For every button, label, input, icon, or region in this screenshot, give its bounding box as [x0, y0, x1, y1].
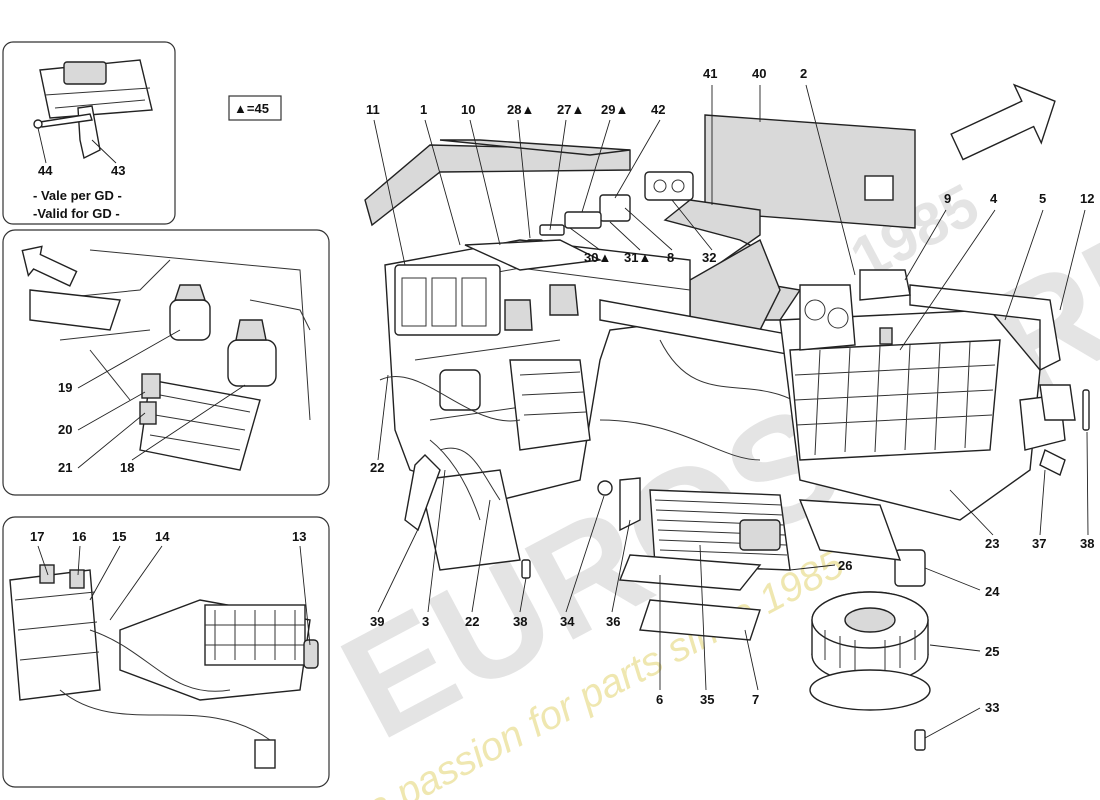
clip-8: [599, 194, 631, 222]
inset-gd-caption-en: -Valid for GD -: [33, 206, 120, 221]
callout-22-upper: 22: [370, 460, 384, 475]
connector-24: [894, 549, 926, 587]
seal-12: [909, 284, 1061, 372]
callout-35: 35: [700, 692, 714, 707]
callout-40: 40: [752, 66, 766, 81]
callout-1: 1: [420, 102, 427, 117]
inset-left-drawing: [29, 249, 311, 471]
orientation-arrow-left-inset: [21, 245, 78, 287]
screw-38-left: [521, 559, 531, 579]
callout-15: 15: [112, 529, 126, 544]
callout-11: 11: [366, 102, 380, 117]
callout-22-lower: 22: [465, 614, 479, 629]
actuator-pin-29: [564, 211, 602, 229]
inset-bottom-left-detail: 17 16 15 14 13: [2, 516, 330, 788]
leader-lines: [373, 84, 1089, 739]
callout-29: 29▲: [601, 102, 628, 117]
callout-21: 21: [58, 460, 72, 475]
foam-strip-top-left: [364, 144, 631, 227]
callout-17: 17: [30, 529, 44, 544]
duct-frame-11: [394, 264, 501, 336]
inset-left-detail: 19 20 21 18: [2, 229, 330, 496]
callout-2: 2: [800, 66, 807, 81]
inset-gd: 44 43 - Vale per GD - -Valid for GD -: [2, 41, 176, 225]
callout-10: 10: [461, 102, 475, 117]
callout-4: 4: [990, 191, 998, 206]
callout-34: 34: [560, 614, 575, 629]
callout-39: 39: [370, 614, 384, 629]
callout-32: 32: [702, 250, 716, 265]
main-diagram: [364, 83, 1090, 751]
callout-6: 6: [656, 692, 663, 707]
seal-10: [464, 239, 603, 271]
inset-gd-drawing: [33, 59, 153, 160]
callout-38-left: 38: [513, 614, 527, 629]
callout-26: 26: [838, 558, 852, 573]
bracket-9: [859, 269, 911, 301]
legend-text: ▲=45: [234, 101, 269, 116]
callout-18: 18: [120, 460, 134, 475]
callout-3: 3: [422, 614, 429, 629]
callout-5: 5: [1039, 191, 1046, 206]
callout-31: 31▲: [624, 250, 651, 265]
blower-fan-25: [809, 591, 931, 711]
callout-44: 44: [38, 163, 53, 178]
callout-labels: 11 1 10 28▲ 27▲ 29▲ 42 41 40 2 9 4 5 12 …: [366, 66, 1094, 715]
callout-9: 9: [944, 191, 951, 206]
callout-20: 20: [58, 422, 72, 437]
legend-box: ▲=45: [228, 95, 282, 121]
callout-41: 41: [703, 66, 717, 81]
callout-38-right: 38: [1080, 536, 1094, 551]
callout-24: 24: [985, 584, 1000, 599]
connector-32: [644, 171, 694, 201]
seal-7: [639, 599, 761, 641]
callout-16: 16: [72, 529, 86, 544]
gasket-6: [618, 554, 762, 591]
grommet-34: [597, 480, 613, 496]
callout-25: 25: [985, 644, 999, 659]
callout-30: 30▲: [584, 250, 611, 265]
callout-14: 14: [155, 529, 170, 544]
foam-panel-40: [704, 114, 916, 229]
callout-36: 36: [606, 614, 620, 629]
callout-28: 28▲: [507, 102, 534, 117]
callout-12: 12: [1080, 191, 1094, 206]
inset-bottom-drawing: [9, 564, 319, 769]
drain-hose-39: [404, 454, 441, 532]
callout-27: 27▲: [557, 102, 584, 117]
callout-8: 8: [667, 250, 674, 265]
orientation-arrow-main: [950, 83, 1056, 161]
screw-38-right: [1082, 389, 1090, 431]
callout-13: 13: [292, 529, 306, 544]
callout-42: 42: [651, 102, 665, 117]
bracket-36: [619, 477, 641, 532]
callout-43: 43: [111, 163, 125, 178]
callout-23: 23: [985, 536, 999, 551]
callout-7: 7: [752, 692, 759, 707]
callout-33: 33: [985, 700, 999, 715]
callout-37: 37: [1032, 536, 1046, 551]
callout-19: 19: [58, 380, 72, 395]
inset-gd-caption-it: - Vale per GD -: [33, 188, 122, 203]
screw-33: [914, 729, 926, 751]
